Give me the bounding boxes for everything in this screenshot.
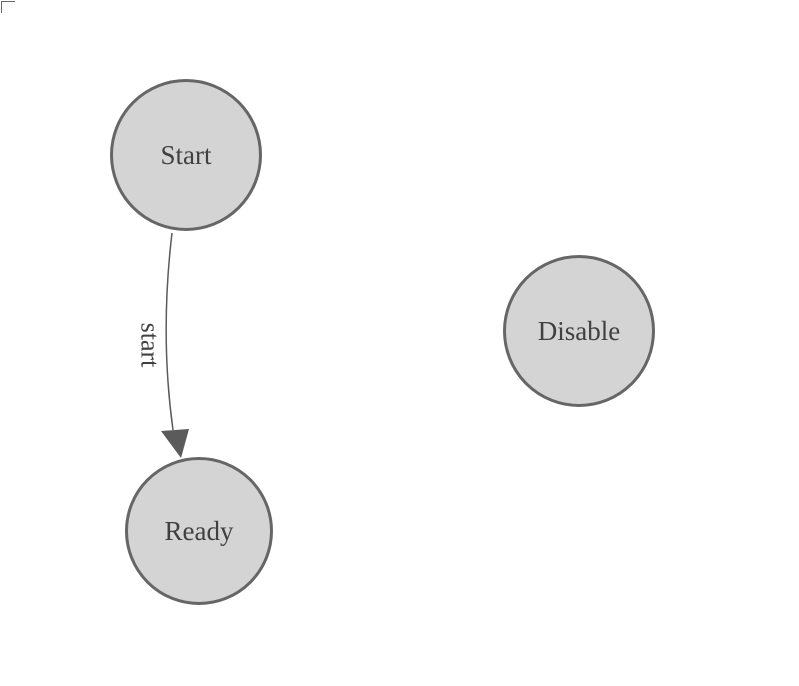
edge-start-to-ready: start — [136, 232, 189, 458]
corner-mark — [1, 1, 15, 13]
edge-line[interactable] — [165, 232, 174, 431]
node-disable-label: Disable — [537, 315, 621, 346]
node-ready-label: Ready — [164, 515, 234, 546]
node-start[interactable]: Start — [110, 79, 262, 231]
node-ready[interactable]: Ready — [125, 457, 273, 605]
edge-label: start — [136, 323, 165, 369]
node-start-label: Start — [160, 139, 212, 170]
node-disable[interactable]: Disable — [503, 255, 655, 407]
edge-arrowhead-icon — [161, 429, 189, 458]
